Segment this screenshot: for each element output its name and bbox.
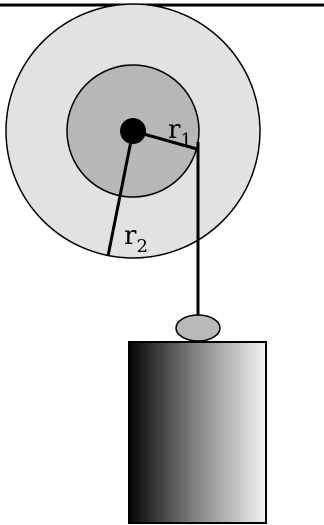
axle-dot (120, 118, 146, 144)
hook-connector (175, 314, 221, 342)
r1-label-main: r (168, 115, 181, 145)
r1-label: r1 (168, 115, 192, 151)
r2-label-sub: 2 (136, 236, 147, 257)
r2-label: r2 (124, 221, 148, 257)
radius-r2-line (106, 130, 135, 257)
r1-label-sub: 1 (180, 130, 191, 151)
r2-label-main: r (124, 221, 137, 251)
hanging-weight (128, 341, 267, 524)
